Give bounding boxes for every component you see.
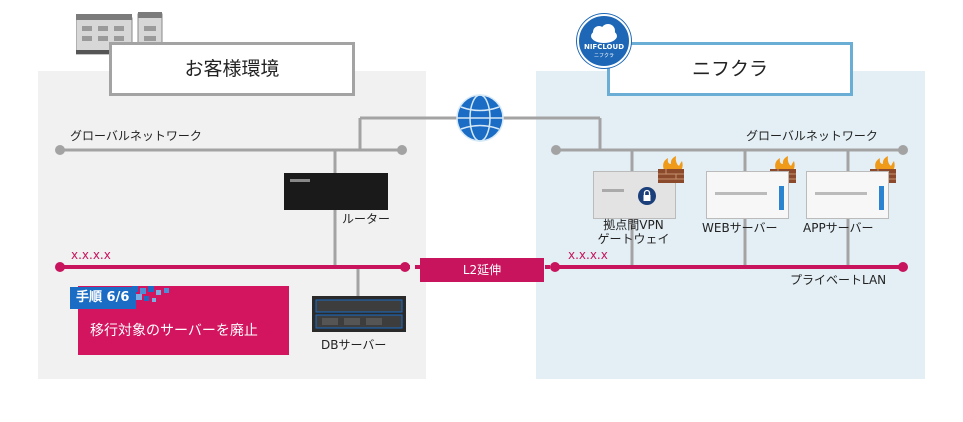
web-server-label: WEBサーバー [702,221,778,235]
nifcloud-logo-text: NIFCLOUD [583,43,625,51]
nifcloud-logo-sub: ニフクラ [593,53,614,59]
app-server-label: APPサーバー [803,221,874,235]
building-icon [76,12,164,55]
right-global-end-dot [898,145,908,155]
internet-globe-icon [456,94,504,142]
lock-icon [638,187,656,205]
l2-extension-label: L2延伸 [420,258,544,282]
left-subnet-label: x.x.x.x [71,248,111,262]
private-lan-label: プライベートLAN [790,273,887,287]
right-global-end-dot [551,145,561,155]
nifcloud-logo-icon: NIFCLOUD ニフクラ [577,14,631,68]
pixel-decoration-icon [132,286,169,302]
customer-environment-title: お客様環境 [109,42,355,96]
router-label: ルーター [342,212,391,226]
vpn-gateway-label-line1: 拠点間VPN [603,218,664,232]
step-description: 移行対象のサーバーを廃止 [90,323,258,339]
left-lan-end-dot [55,262,65,272]
right-lan-end-dot [898,262,908,272]
db-server-label: DBサーバー [321,338,387,352]
left-global-end-dot [55,145,65,155]
left-global-network-label: グローバルネットワーク [70,129,202,143]
web-server-box [706,171,789,219]
firewall-icon [658,156,684,183]
right-global-network-label: グローバルネットワーク [746,129,878,143]
app-server-box [806,171,889,219]
vpn-gateway-label-line2: ゲートウェイ [597,232,670,246]
step-badge: 手順 6/6 [70,287,136,309]
cloud-icon [591,24,617,43]
right-subnet-label: x.x.x.x [568,248,608,262]
left-global-end-dot [397,145,407,155]
right-lan-end-dot [550,262,560,272]
router-icon [284,173,388,210]
nifcloud-title: ニフクラ [607,42,853,96]
vpn-gateway-label: 拠点間VPN ゲートウェイ [586,218,681,246]
db-server-icon [312,296,406,332]
